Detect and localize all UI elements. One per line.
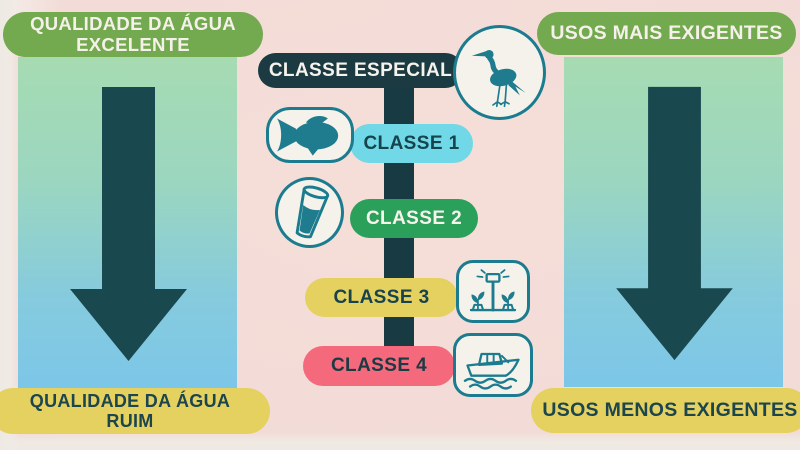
left-bottom-banner: QUALIDADE DA ÁGUA RUIM — [0, 388, 270, 434]
classe-1-icon-badge — [266, 107, 354, 163]
left-gradient-panel — [18, 57, 237, 388]
left-top-banner: QUALIDADE DA ÁGUA EXCELENTE — [3, 12, 263, 57]
motorboat-icon — [463, 352, 520, 390]
pill-classe-especial-label: CLASSE ESPECIAL — [268, 59, 453, 81]
pill-classe-2: CLASSE 2 — [350, 199, 478, 238]
right-bottom-banner-text: USOS MENOS EXIGENTES — [542, 399, 798, 422]
classe-2-icon-badge — [275, 177, 344, 248]
right-bottom-banner: USOS MENOS EXIGENTES — [531, 388, 800, 433]
pill-classe-3: CLASSE 3 — [305, 278, 458, 317]
pill-classe-especial: CLASSE ESPECIAL — [258, 53, 463, 88]
down-arrow-left-icon — [70, 87, 187, 361]
drinking-glass-icon — [295, 185, 329, 238]
fish-icon — [277, 115, 339, 156]
down-arrow-right-icon — [616, 86, 733, 361]
irrigation-sprinkler-icon — [469, 269, 517, 312]
pill-classe-3-label: CLASSE 3 — [333, 286, 430, 308]
pill-classe-2-label: CLASSE 2 — [365, 207, 463, 229]
pill-classe-4-label: CLASSE 4 — [330, 355, 428, 376]
pill-classe-4: CLASSE 4 — [303, 346, 455, 386]
left-bottom-banner-line2: RUIM — [106, 411, 154, 431]
left-top-banner-line2: EXCELENTE — [76, 33, 190, 55]
classe-4-icon-badge — [453, 333, 533, 397]
pill-classe-1: CLASSE 1 — [350, 124, 473, 163]
classe-3-icon-badge — [456, 260, 530, 323]
right-top-banner-text: USOS MAIS EXIGENTES — [550, 22, 783, 45]
left-bottom-banner-line1: QUALIDADE DA ÁGUA — [29, 390, 231, 411]
right-top-banner: USOS MAIS EXIGENTES — [537, 12, 796, 55]
heron-bird-icon — [471, 49, 526, 107]
classe-especial-icon-badge — [453, 25, 546, 120]
right-gradient-panel — [564, 57, 783, 387]
pill-classe-1-label: CLASSE 1 — [363, 132, 460, 154]
left-top-banner-line1: QUALIDADE DA ÁGUA — [30, 13, 236, 34]
